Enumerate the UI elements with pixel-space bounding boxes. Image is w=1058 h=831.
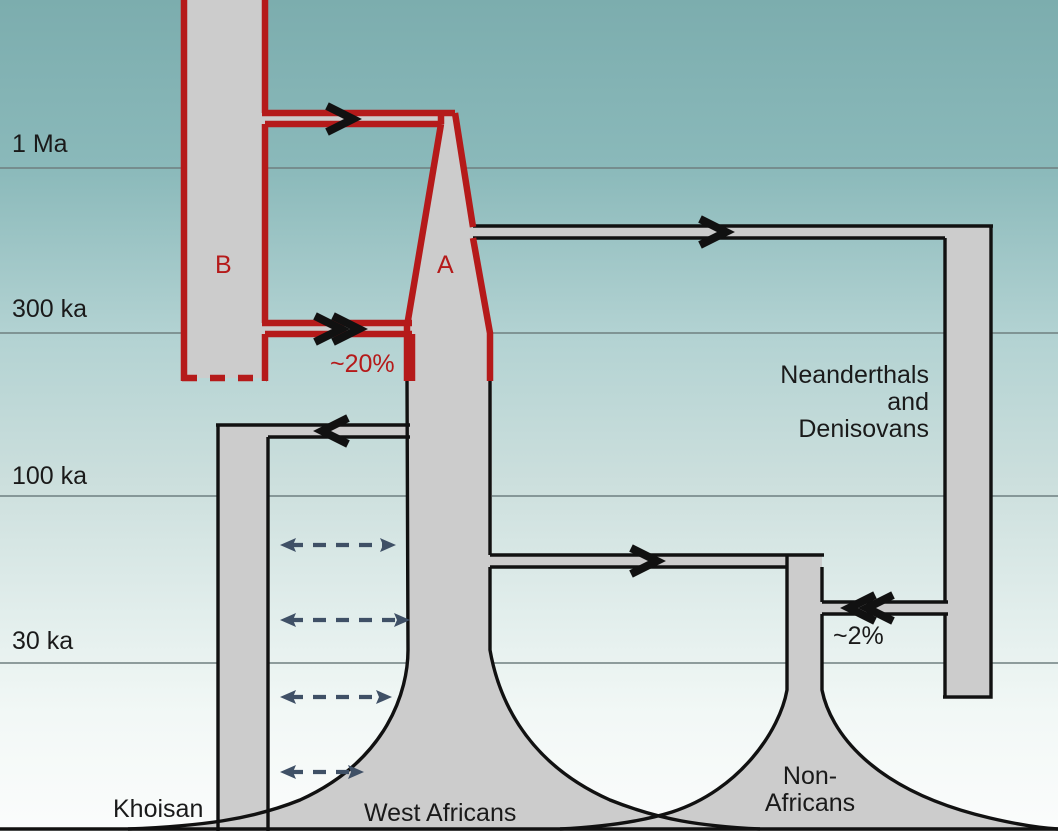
outline-west-africans-left — [127, 377, 410, 831]
population-body-khoisan — [218, 428, 268, 831]
gene-flow-arrow-1 — [280, 538, 396, 552]
population-label-b: B — [215, 251, 232, 279]
gene-flow-arrow-2 — [280, 613, 410, 627]
time-tick-label-300ka: 300 ka — [12, 295, 88, 323]
gene-flow-arrow-3 — [280, 690, 392, 704]
arrowhead-neanderthal-to-nonafrican-2 — [840, 591, 877, 625]
population-label-neanderthals-line1: Neanderthals — [780, 361, 929, 389]
arrowhead-b-to-a-late-2 — [331, 312, 368, 346]
outline-a-left — [403, 116, 445, 381]
population-label-neanderthals-line2: and — [887, 388, 929, 416]
outline-non-african-left — [559, 556, 789, 831]
gridlines — [0, 167, 1058, 664]
arrowhead-b-to-a-early — [325, 102, 362, 136]
population-label-a: A — [437, 251, 454, 279]
gene-flow-dashed-arrows — [280, 538, 410, 779]
time-tick-label-100ka: 100 ka — [12, 462, 88, 490]
arrowhead-neanderthal-to-nonafrican-1 — [858, 591, 895, 625]
population-outlines — [0, 224, 1058, 831]
archaic-red-outlines — [180, 0, 494, 382]
population-label-non-africans-line1: Non- — [782, 762, 838, 790]
population-label-neanderthals: Neanderthals and Denisovans — [700, 362, 929, 443]
population-label-west-africans: West Africans — [364, 799, 517, 827]
outline-b-to-a-early-arm — [262, 109, 455, 128]
outline-west-africans-right — [488, 378, 761, 831]
population-label-non-africans-line2: Africans — [764, 789, 856, 817]
arrowhead-b-to-a-late-1 — [313, 312, 350, 346]
population-body-a — [128, 113, 760, 831]
arrowhead-wa-to-nonafrican — [629, 544, 666, 578]
population-body-b — [185, 0, 264, 378]
time-tick-label-1ma: 1 Ma — [12, 130, 68, 158]
population-body-non-africans — [560, 558, 1058, 831]
admixture-label-20-percent: ~20% — [330, 350, 395, 378]
population-label-neanderthals-line3: Denisovans — [798, 415, 929, 443]
gene-flow-arrow-4 — [280, 765, 364, 779]
outline-non-african-right — [820, 567, 1058, 831]
admixture-label-2-percent: ~2% — [833, 622, 884, 650]
time-tick-label-30ka: 30 ka — [12, 627, 74, 655]
arrowhead-wa-to-khoisan — [313, 414, 350, 448]
admixture-arrowheads — [313, 102, 895, 625]
outline-a-right — [451, 112, 494, 381]
arrowhead-a-to-neanderthal — [698, 215, 735, 249]
population-label-non-africans: Non- Africans — [745, 763, 875, 817]
population-body-neanderthals — [945, 227, 991, 695]
population-label-khoisan: Khoisan — [113, 795, 204, 823]
outline-neanderthal-right — [943, 225, 993, 699]
